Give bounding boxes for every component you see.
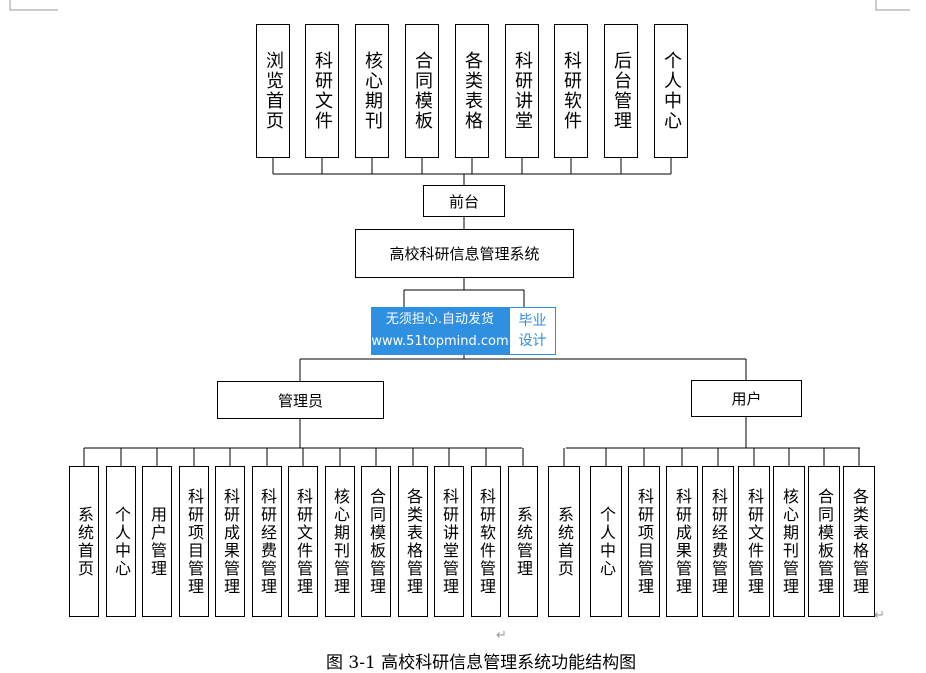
figure-caption: 图 3-1 高校科研信息管理系统功能结构图 <box>326 653 637 673</box>
frontend-module-0: 浏览首页 <box>256 24 290 158</box>
user-node: 用户 <box>691 380 802 417</box>
user-module-6: 核心期刊管理 <box>773 466 805 617</box>
frontend-module-1: 科研文件 <box>305 24 339 158</box>
admin-module-11: 科研软件管理 <box>471 466 501 617</box>
page-corner-mark-right <box>875 0 910 11</box>
user-module-8: 各类表格管理 <box>843 466 875 617</box>
admin-module-12: 系统管理 <box>508 466 538 617</box>
front-label: 前台 <box>448 192 479 211</box>
admin-node: 管理员 <box>217 381 384 419</box>
admin-module-3: 科研项目管理 <box>179 466 209 617</box>
admin-module-10: 科研讲堂管理 <box>434 466 464 617</box>
admin-module-9: 各类表格管理 <box>398 466 428 617</box>
user-module-2: 科研项目管理 <box>628 466 660 617</box>
watermark-badge: 无须担心.自动发货 www.51topmind.com 毕业 设计 <box>371 307 556 355</box>
user-module-4: 科研经费管理 <box>702 466 734 617</box>
system-root-node: 高校科研信息管理系统 <box>355 229 574 278</box>
user-module-3: 科研成果管理 <box>666 466 698 617</box>
front-node: 前台 <box>423 185 505 217</box>
user-module-0: 系统首页 <box>548 466 580 617</box>
system-label: 高校科研信息管理系统 <box>389 245 540 263</box>
frontend-module-6: 科研软件 <box>554 24 588 158</box>
watermark-side-badge: 毕业 设计 <box>509 307 556 355</box>
admin-module-4: 科研成果管理 <box>215 466 245 617</box>
admin-label: 管理员 <box>277 391 323 410</box>
admin-module-7: 核心期刊管理 <box>325 466 355 617</box>
frontend-module-2: 核心期刊 <box>355 24 389 158</box>
admin-module-1: 个人中心 <box>106 466 136 617</box>
admin-module-2: 用户管理 <box>142 466 172 617</box>
admin-module-5: 科研经费管理 <box>252 466 282 617</box>
user-label: 用户 <box>731 390 762 408</box>
frontend-module-8: 个人中心 <box>654 24 688 158</box>
watermark-badge2: 设计 <box>518 333 547 349</box>
user-module-1: 个人中心 <box>590 466 622 617</box>
admin-module-0: 系统首页 <box>69 466 99 617</box>
user-module-7: 合同模板管理 <box>808 466 840 617</box>
watermark-badge1: 毕业 <box>518 313 547 329</box>
page-corner-mark-left <box>9 0 58 11</box>
frontend-module-3: 合同模板 <box>405 24 439 158</box>
paragraph-mark: ↵ <box>874 608 885 623</box>
frontend-module-4: 各类表格 <box>455 24 489 158</box>
paragraph-mark-2: ↵ <box>496 628 507 643</box>
watermark-line2: www.51topmind.com <box>371 334 509 349</box>
watermark-text-block: 无须担心.自动发货 www.51topmind.com <box>371 307 509 355</box>
frontend-module-7: 后台管理 <box>604 24 638 158</box>
admin-module-6: 科研文件管理 <box>288 466 318 617</box>
user-module-5: 科研文件管理 <box>738 466 770 617</box>
watermark-line1: 无须担心.自动发货 <box>385 312 495 327</box>
admin-module-8: 合同模板管理 <box>361 466 391 617</box>
frontend-module-5: 科研讲堂 <box>505 24 539 158</box>
